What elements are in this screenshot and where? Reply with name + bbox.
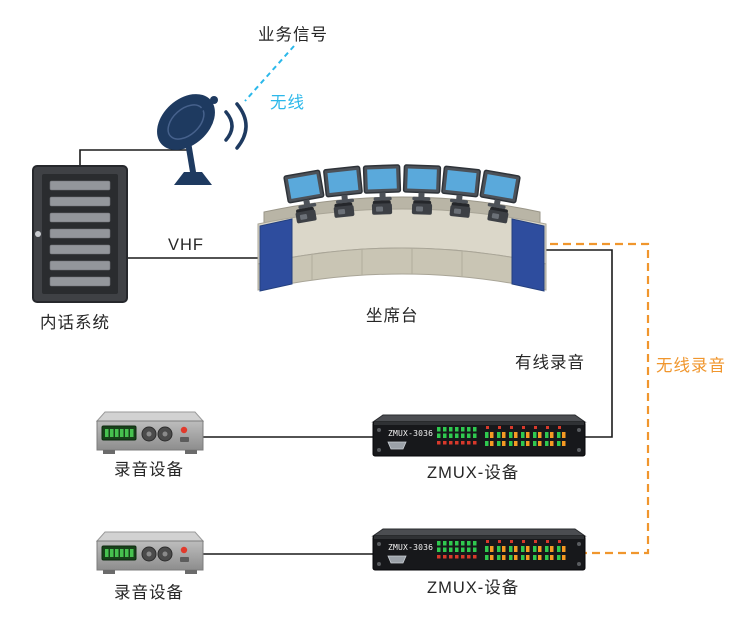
phone-icon (449, 201, 471, 219)
cabinet-knob (35, 231, 41, 237)
wireless-label: 无线 (270, 94, 305, 112)
signal-wave-large-icon (235, 102, 248, 150)
cabinet-vent-slats (49, 180, 111, 287)
console-desk-front (257, 247, 547, 291)
operator-console (257, 164, 547, 292)
zmux2-model-text: ZMUX-3036 (388, 543, 433, 552)
zmux2-label: ZMUX-设备 (427, 579, 520, 597)
zmux-device-2: ZMUX-3036 (373, 529, 585, 570)
phone-icon (333, 201, 355, 219)
audio-recorder-2 (96, 531, 204, 575)
zmux1-label: ZMUX-设备 (427, 464, 520, 482)
console-left-side (259, 218, 293, 292)
link-satellite-to-cabinet (79, 149, 189, 167)
console-panel-seams (311, 248, 513, 283)
satellite-feed-arm (185, 98, 215, 124)
console-right-side (511, 218, 545, 292)
satellite-base (174, 172, 212, 185)
link-console-to-zmux2 (550, 242, 650, 555)
phone-icon (411, 200, 433, 215)
link-console-to-zmux1 (544, 249, 613, 438)
zmux1-model-text: ZMUX-3036 (388, 429, 433, 438)
vhf-label: VHF (168, 236, 204, 254)
recorder2-label: 录音设备 (114, 584, 184, 602)
phone-icon (371, 200, 393, 215)
business-signal-label: 业务信号 (258, 26, 328, 44)
monitor-icon (362, 164, 402, 202)
link-signal-to-satellite (244, 45, 295, 102)
audio-recorder-1 (96, 411, 204, 455)
recorder1-label: 录音设备 (114, 461, 184, 479)
satellite-feed (210, 96, 218, 104)
wired-recording-label: 有线录音 (515, 354, 585, 372)
intercom-system-label: 内话系统 (40, 314, 110, 332)
intercom-cabinet (32, 165, 128, 303)
wireless-recording-label: 无线录音 (656, 357, 726, 375)
console-label: 坐席台 (366, 307, 419, 325)
satellite-antenna (157, 94, 248, 185)
zmux-device-1: ZMUX-3036 (373, 415, 585, 456)
monitor-icon (402, 164, 442, 202)
signal-wave-small-icon (224, 110, 234, 142)
connection-lines (79, 45, 650, 555)
